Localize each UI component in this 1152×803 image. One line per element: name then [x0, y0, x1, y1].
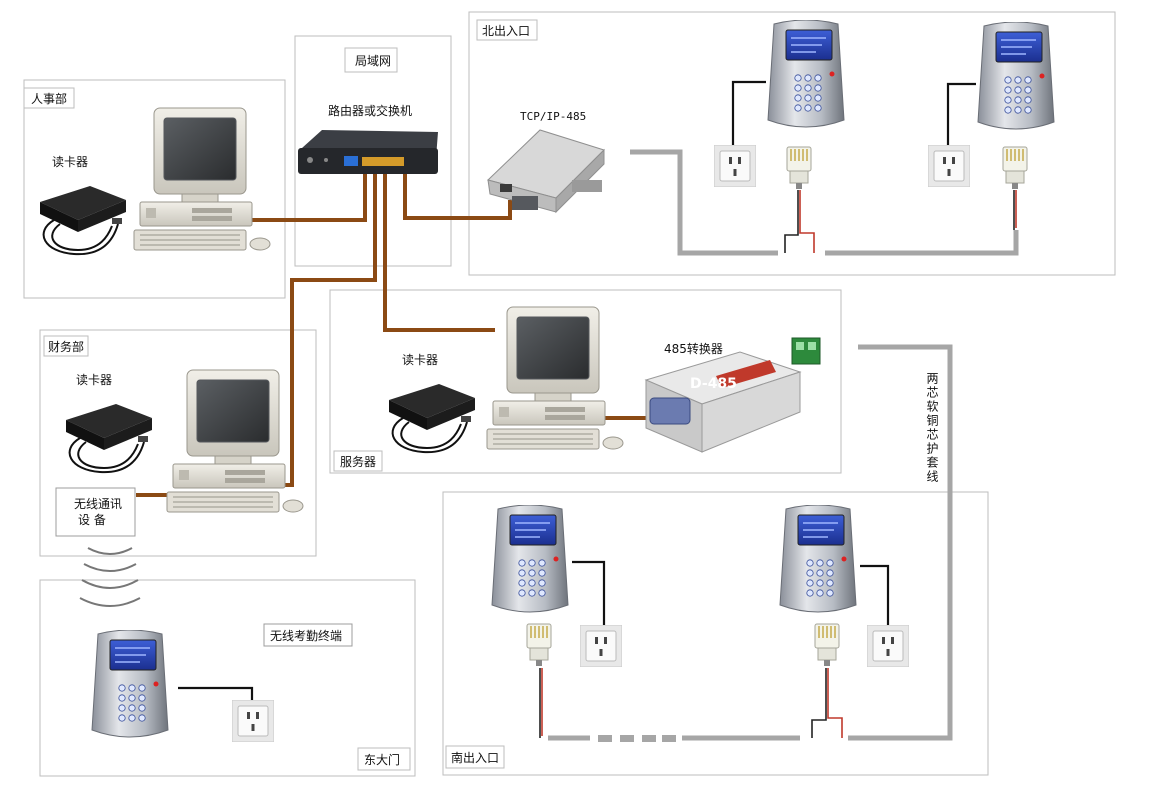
finance-computer-icon: [166, 369, 304, 513]
server-card-reader-icon: [388, 383, 476, 454]
hr-reader-label: 读卡器: [52, 155, 88, 169]
converter-badge: D-485: [690, 376, 737, 392]
cable-label: 两芯软铜芯护套线: [925, 372, 939, 484]
south-outlet-2-icon: [867, 625, 909, 667]
wireless-device-label-line2: 设 备: [78, 513, 106, 527]
north-terminal-2-icon: [977, 22, 1055, 130]
wireless-terminal-label: 无线考勤终端: [270, 628, 342, 643]
hr-card-reader-icon: [39, 185, 127, 256]
server-computer-icon: [486, 306, 624, 450]
south-outlet-1-icon: [580, 625, 622, 667]
north-outlet-2-icon: [928, 145, 970, 187]
router-icon: [298, 130, 438, 174]
485-converter-icon: [644, 337, 821, 453]
server-reader-label: 读卡器: [402, 353, 438, 367]
region-server-title: 服务器: [340, 454, 376, 469]
south-rj45-1-icon: [526, 623, 552, 666]
frame-east-gate: [39, 579, 416, 777]
tcp485-label: TCP/IP-485: [520, 110, 586, 123]
frame-server: [329, 289, 842, 474]
south-terminal-2-icon: [779, 505, 857, 613]
wireless-waves-icon: [79, 547, 141, 607]
south-rj45-2-icon: [814, 623, 840, 666]
region-north-title: 北出入口: [482, 24, 530, 38]
region-hr-title: 人事部: [31, 91, 67, 106]
frame-hr: [23, 79, 286, 299]
region-east-gate-title: 东大门: [364, 752, 400, 767]
east-outlet-icon: [232, 700, 274, 742]
bus-cables: [548, 149, 1019, 741]
bus-cable-dashes: [598, 735, 676, 742]
region-lan-title: 局域网: [355, 54, 391, 68]
wireless-device-label-line1: 无线通讯: [74, 497, 122, 511]
frame-finance: [39, 329, 317, 557]
hr-computer-icon: [133, 107, 271, 251]
east-terminal-icon: [91, 630, 169, 738]
north-rj45-1-icon: [786, 146, 812, 189]
region-south-title: 南出入口: [451, 750, 499, 765]
finance-card-reader-icon: [65, 403, 153, 474]
north-terminal-1-icon: [767, 20, 845, 128]
north-rj45-2-icon: [1002, 146, 1028, 189]
frame-south: [442, 491, 989, 776]
router-label: 路由器或交换机: [328, 103, 412, 118]
tcp-ip-485-converter-icon: [487, 129, 605, 214]
region-finance-title: 财务部: [48, 339, 84, 354]
frame-north: [468, 11, 1116, 276]
north-outlet-1-icon: [714, 145, 756, 187]
finance-reader-label: 读卡器: [76, 373, 112, 387]
conv485-label: 485转换器: [664, 341, 723, 356]
south-terminal-1-icon: [491, 505, 569, 613]
